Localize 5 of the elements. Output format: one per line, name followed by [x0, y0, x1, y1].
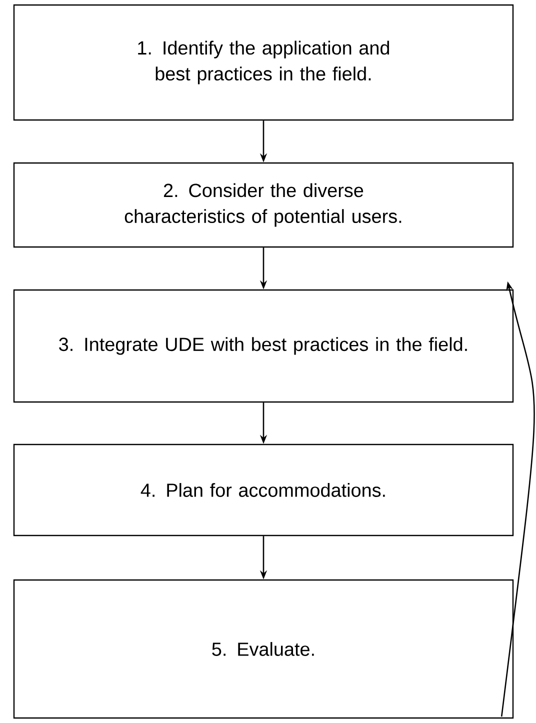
step-box: 5. Evaluate.	[13, 579, 514, 719]
step-box: 4. Plan for accommodations.	[13, 444, 514, 536]
step-box: 1. Identify the application and best practices in the field.	[13, 4, 514, 121]
step-box: 3. Integrate UDE with best practices in the field.	[13, 289, 514, 403]
step-box: 2. Consider the diverse characteristics of potential users.	[13, 162, 514, 248]
